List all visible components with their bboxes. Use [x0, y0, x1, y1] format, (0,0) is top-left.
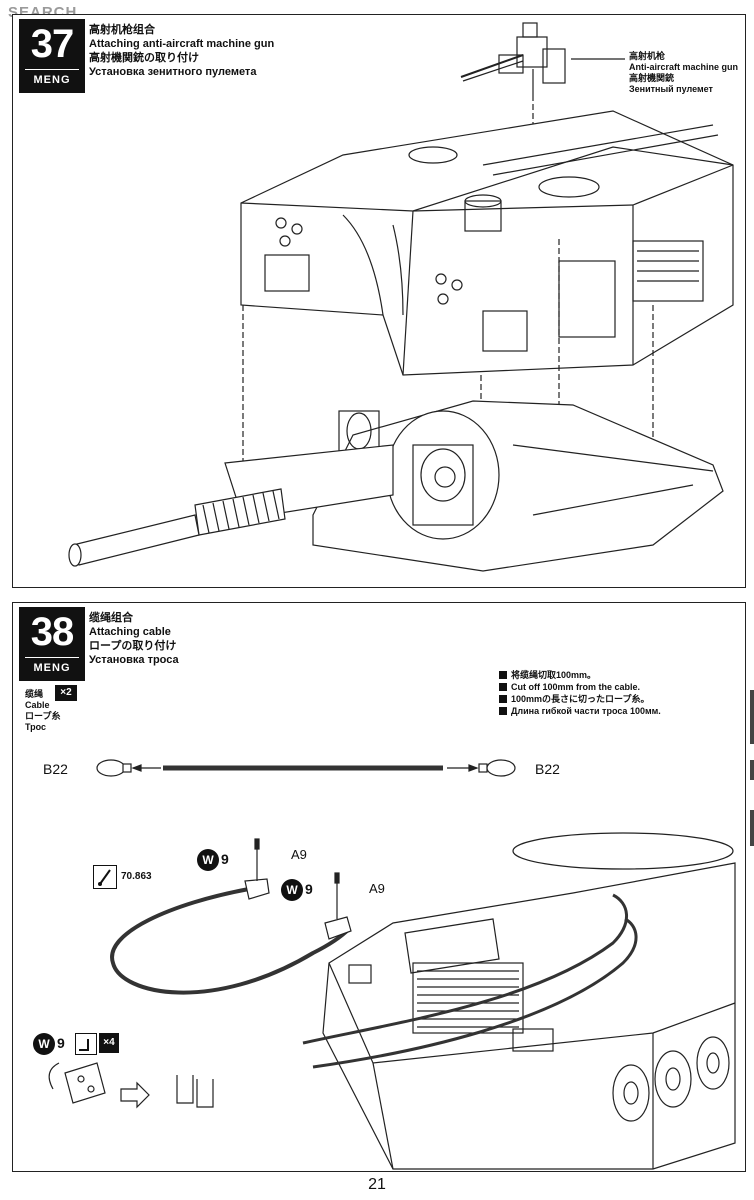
step-number: 37 [30, 22, 75, 66]
page-number: 21 [368, 1176, 386, 1193]
step-37-titles: 高射机枪组合 Attaching anti-aircraft machine g… [89, 23, 274, 79]
title-en: Attaching anti-aircraft machine gun [89, 38, 275, 50]
note-ru: Длина гибкой части троса 100мм. [499, 705, 661, 717]
turret-body-drawing [240, 110, 734, 376]
mg-callout: 高射机枪 Anti-aircraft machine gun 高射機関銃 Зен… [629, 51, 738, 95]
cut-instructions: 将缆绳切取100mm。 Cut off 100mm from the cable… [499, 669, 661, 717]
glue-icon: W [281, 879, 303, 901]
cable-jp: ロープ糸 [25, 711, 61, 721]
part-a9-lower: A9 [369, 881, 385, 896]
title-en: Attaching cable [89, 626, 171, 638]
paint-icon [93, 865, 117, 889]
page-edge-mark [750, 810, 754, 846]
vehicle-rear-drawing [302, 832, 736, 1170]
title-ru: Установка троса [89, 654, 179, 666]
part-b22-right: B22 [535, 761, 560, 777]
cable-ru: Трос [25, 722, 47, 732]
brand-logo: MENG [25, 657, 79, 675]
step-38-titles: 缆绳组合 Attaching cable ロープの取り付け Установка … [89, 611, 179, 667]
note-en: Cut off 100mm from the cable. [499, 681, 661, 693]
cable-en: Cable [25, 700, 50, 710]
step-badge-38: 38 MENG [19, 607, 85, 681]
title-cn: 高射机枪组合 [89, 24, 155, 36]
machine-gun-drawing [460, 22, 566, 95]
callout-ru: Зенитный пулемет [629, 84, 713, 94]
bend-qty-badge: ×4 [99, 1033, 119, 1053]
glue-number: 9 [305, 881, 313, 897]
turret-assembly-drawing [68, 22, 734, 572]
glue-number: 9 [221, 851, 229, 867]
paint-code: 70.863 [121, 871, 152, 882]
cable-cn: 缆绳 [25, 689, 44, 699]
step-number: 38 [30, 610, 75, 654]
callout-en: Anti-aircraft machine gun [629, 62, 739, 72]
page-edge-mark [750, 760, 754, 780]
callout-cn: 高射机枪 [629, 51, 666, 61]
callout-jp: 高射機関銃 [629, 73, 675, 83]
hull-and-gun-drawing [68, 400, 724, 572]
step-38-panel: 38 MENG 缆绳组合 Attaching cable ロープの取り付け Ус… [12, 602, 746, 1172]
cable-part-label: 缆绳 Cable ロープ糸 Трос [25, 689, 60, 733]
cable-qty-badge: ×2 [55, 685, 77, 701]
glue-icon: W [33, 1033, 55, 1055]
glue-number: 9 [57, 1035, 65, 1051]
cut-cable-diagram [96, 759, 516, 777]
bend-step-diagram [48, 1062, 214, 1109]
title-ru: Установка зенитного пулемета [89, 66, 257, 78]
bend-icon [75, 1033, 97, 1055]
part-b22-left: B22 [43, 761, 68, 777]
cable-assembly-drawing [48, 759, 736, 1170]
loose-cable-diagram [110, 838, 352, 995]
title-jp: 高射機関銃の取り付け [89, 52, 199, 64]
note-cn: 将缆绳切取100mm。 [499, 669, 661, 681]
step-badge-37: 37 MENG [19, 19, 85, 93]
brand-logo: MENG [25, 69, 79, 87]
title-cn: 缆绳组合 [89, 612, 133, 624]
part-a9-upper: A9 [291, 847, 307, 862]
page-edge-mark [750, 690, 754, 744]
step-37-panel: 37 MENG 高射机枪组合 Attaching anti-aircraft m… [12, 14, 746, 588]
title-jp: ロープの取り付け [89, 640, 177, 652]
note-jp: 100mmの長さに切ったロープ糸。 [499, 693, 661, 705]
glue-icon: W [197, 849, 219, 871]
